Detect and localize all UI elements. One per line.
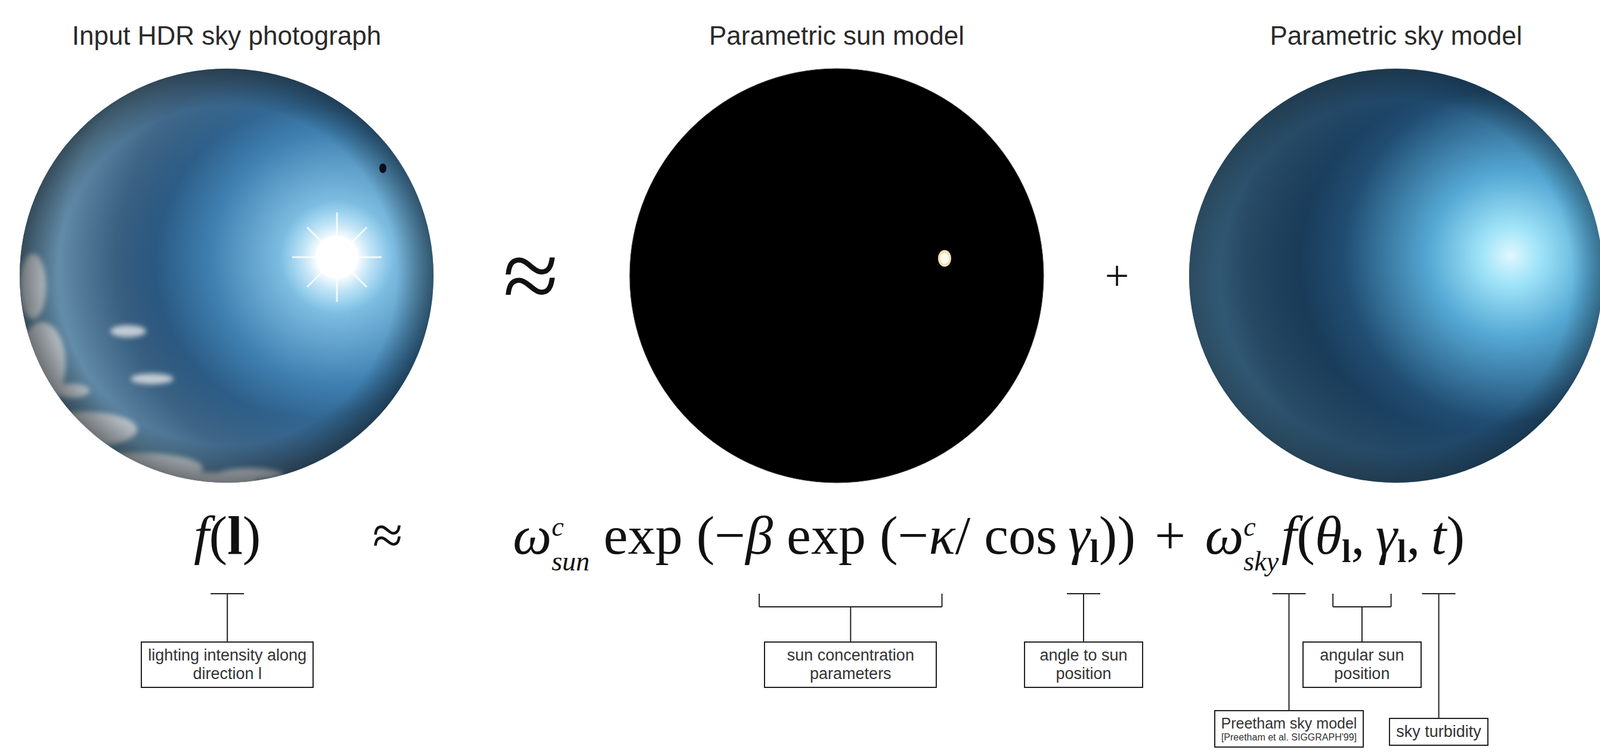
- equation-term: )): [1099, 504, 1136, 566]
- leader-bracket: [1390, 593, 1392, 607]
- script-stack: csun: [551, 505, 590, 576]
- equation-approx: ≈: [372, 502, 404, 568]
- sky-model: [1186, 65, 1600, 484]
- leader-bracket: [1288, 593, 1290, 710]
- callout-text: lighting intensity along direction l: [147, 645, 307, 683]
- equation-term: l: [227, 504, 243, 566]
- equation-term: ): [1446, 504, 1465, 566]
- leader-bracket: [1082, 593, 1085, 642]
- equation-term: (−: [879, 504, 930, 566]
- callout-box: sky turbidity: [1388, 717, 1489, 746]
- equation-term: exp: [786, 504, 866, 566]
- script-stack: csky: [1243, 505, 1279, 576]
- equation-rhs: ωcsunexp(−βexp(−κ/cosγl))+ωcskyf(θl,γl,t…: [512, 502, 1465, 576]
- equation-term: β: [745, 504, 773, 566]
- equation-term: ,: [1350, 504, 1365, 566]
- equation-term: ): [242, 504, 262, 566]
- equation-term: sun: [551, 546, 590, 576]
- callout-box: angular sun position: [1302, 641, 1422, 688]
- leader-bracket: [941, 593, 943, 607]
- leader-bracket: [849, 606, 851, 642]
- sky-disk: Parametric sun model: [629, 68, 1044, 483]
- callout-text: Preetham sky model: [1221, 714, 1358, 732]
- callout-text: sky turbidity: [1396, 722, 1482, 741]
- callout-box: lighting intensity along direction l: [140, 641, 314, 688]
- callout-text: angular sun position: [1309, 645, 1415, 683]
- equation-term: ≈: [372, 504, 404, 566]
- citation-text: [Preetham et al. SIGGRAPH'99]: [1221, 731, 1358, 743]
- leader-bracket: [758, 593, 760, 607]
- equation-term: cos: [983, 504, 1058, 566]
- equation-term: γ: [1068, 504, 1090, 566]
- hdr-photo: [17, 65, 436, 494]
- leader-bracket: [226, 593, 228, 642]
- equation-term: l: [1397, 532, 1407, 569]
- callout-box: sun concentration parameters: [763, 641, 937, 688]
- equation-term: /: [955, 504, 971, 566]
- sky-disk: Parametric sky model: [1189, 68, 1600, 483]
- operator-symbol: +: [1105, 254, 1130, 297]
- equation-term: f: [1281, 504, 1298, 566]
- equation-term: t: [1431, 504, 1447, 566]
- equation-term: +: [1154, 504, 1186, 566]
- callout-box: Preetham sky model[Preetham et al. SIGGR…: [1214, 709, 1365, 748]
- equation-term: sky: [1243, 546, 1279, 576]
- equation-term: c: [1243, 505, 1279, 547]
- callout-text: sun concentration parameters: [771, 645, 930, 683]
- sky-disk: Input HDR sky photograph: [19, 68, 434, 483]
- leader-bracket: [1438, 593, 1440, 718]
- equation-term: (: [209, 504, 228, 566]
- equation-term: l: [1089, 532, 1099, 569]
- panel-title: Parametric sun model: [568, 20, 1106, 51]
- callout-box: angle to sun position: [1023, 641, 1144, 688]
- equation-term: θ: [1314, 504, 1342, 566]
- equation-lhs: f(l): [193, 502, 261, 568]
- equation-term: ω: [1204, 504, 1244, 566]
- sun-model: [629, 68, 1044, 483]
- equation-term: c: [551, 505, 590, 547]
- equation-term: exp: [603, 504, 683, 566]
- equation-term: f: [193, 504, 210, 566]
- equation-term: (: [1296, 504, 1315, 566]
- equation-term: ,: [1406, 504, 1420, 566]
- leader-bracket: [1332, 593, 1334, 607]
- equation-term: ω: [512, 504, 552, 566]
- equation-term: (−: [696, 504, 747, 566]
- sun-rays: [292, 212, 382, 302]
- equation-term: γ: [1375, 504, 1398, 566]
- equation-term: l: [1341, 532, 1351, 569]
- equation-term: κ: [928, 504, 955, 566]
- operator-symbol: ≈: [502, 224, 559, 327]
- leader-bracket: [1361, 606, 1363, 642]
- panel-title: Input HDR sky photograph: [0, 20, 495, 51]
- callout-text: angle to sun position: [1031, 645, 1137, 683]
- panel-title: Parametric sky model: [1127, 20, 1600, 51]
